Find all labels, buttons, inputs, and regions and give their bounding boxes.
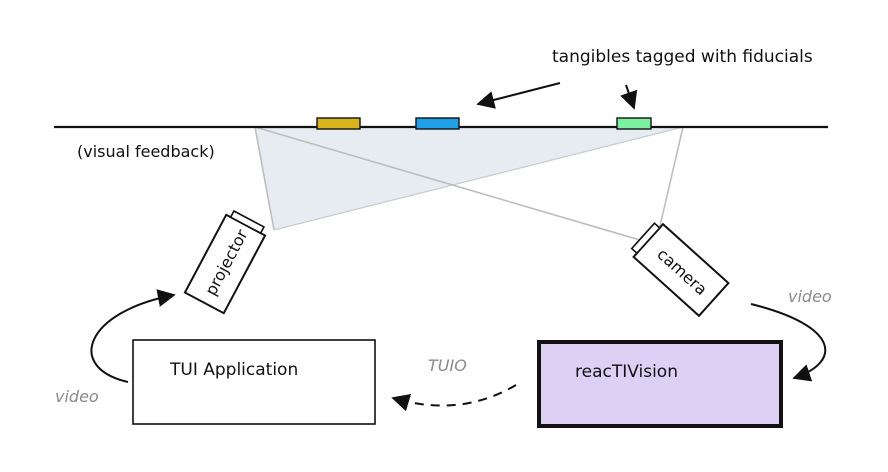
visual-feedback-label: (visual feedback) bbox=[77, 142, 215, 161]
fiducial-blue bbox=[415, 117, 460, 130]
tangibles-label: tangibles tagged with fiducials bbox=[552, 47, 813, 67]
projection-cone bbox=[255, 127, 683, 230]
camera-ray-left bbox=[254, 126, 651, 244]
tui-application-label: TUI Application bbox=[169, 360, 298, 380]
fiducial-yellow bbox=[316, 117, 361, 130]
video-label-left: video bbox=[55, 387, 99, 406]
tuio-label: TUIO bbox=[428, 356, 467, 375]
projector-lens bbox=[229, 209, 266, 235]
video-arrow-right bbox=[750, 303, 827, 382]
tangibles-arrow-left bbox=[476, 82, 561, 109]
fiducial-green bbox=[616, 117, 652, 130]
video-arrow-left bbox=[90, 289, 176, 383]
camera-ray-right bbox=[659, 126, 684, 227]
camera-device: camera bbox=[630, 222, 730, 318]
projector-device: projector bbox=[183, 209, 267, 315]
tuio-arrow bbox=[391, 384, 517, 412]
tui-application-box bbox=[132, 339, 376, 425]
camera-lens bbox=[630, 222, 661, 255]
reactivision-label: reacTIVision bbox=[575, 362, 678, 382]
reactivision-box bbox=[537, 340, 783, 428]
tangibles-arrow-right bbox=[620, 84, 638, 110]
video-label-right: video bbox=[788, 287, 832, 306]
projector-ray-right bbox=[273, 126, 684, 231]
projector-ray-left bbox=[254, 126, 275, 231]
